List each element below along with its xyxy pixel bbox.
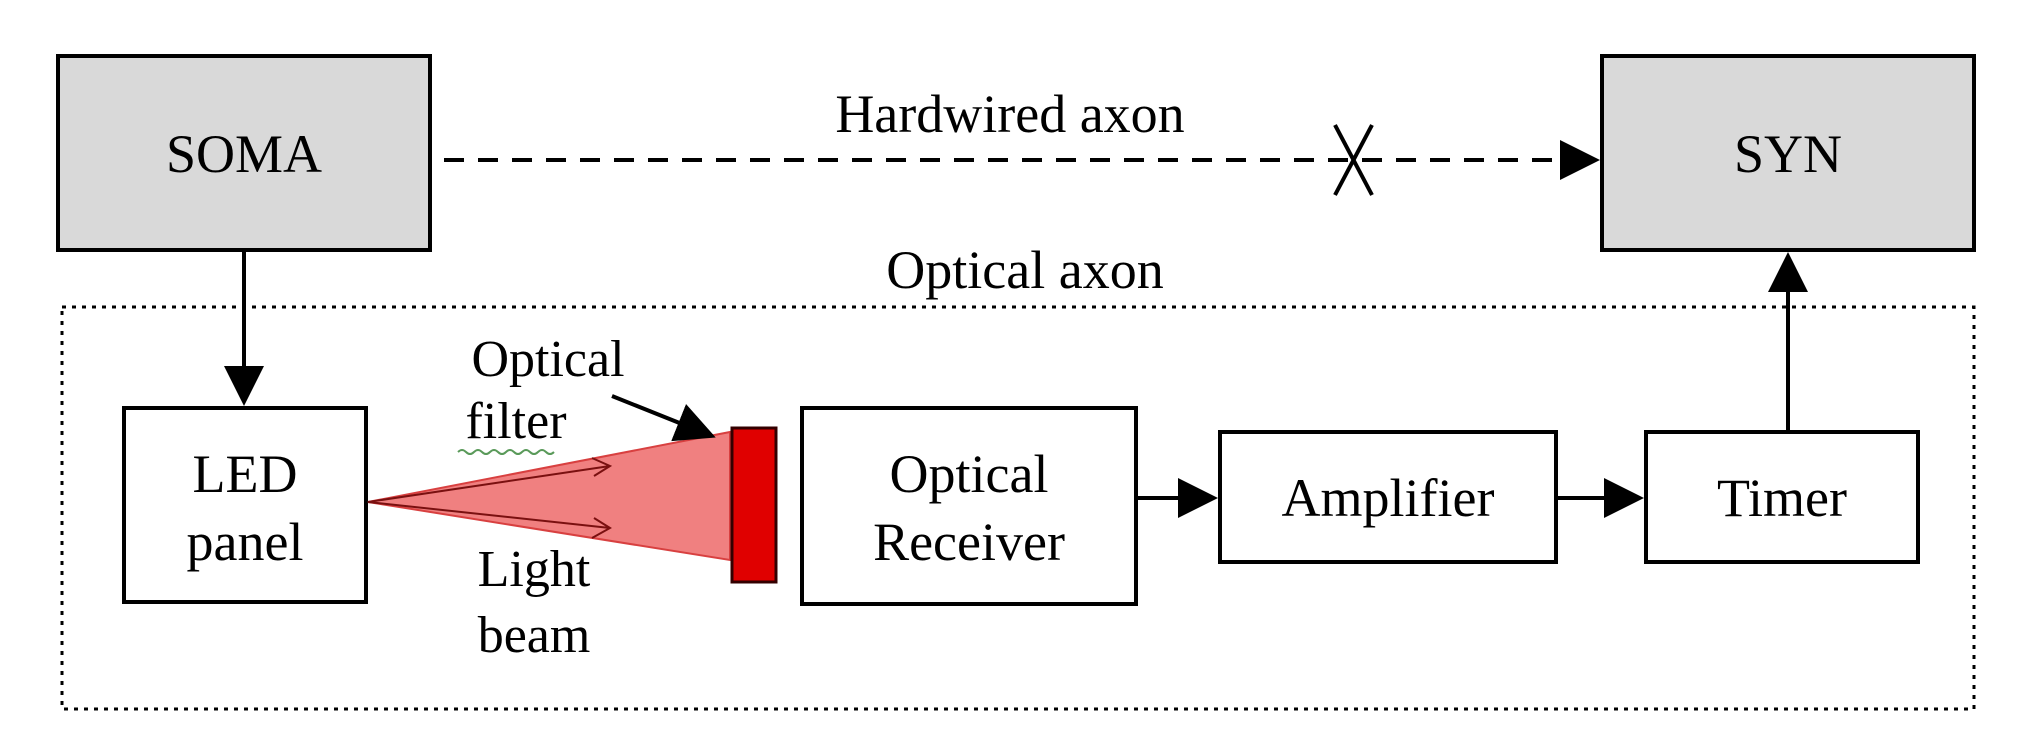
optical-filter-label-line1: Optical	[471, 331, 624, 388]
soma-node: SOMA	[56, 54, 432, 252]
syn-node: SYN	[1600, 54, 1976, 252]
receiver-label-line1: Optical	[890, 444, 1049, 504]
light-beam-rays	[367, 457, 613, 539]
light-beam	[367, 430, 731, 562]
optical-receiver-node: Optical Receiver	[800, 406, 1138, 606]
optical-filter	[730, 426, 778, 584]
optical-filter-pointer-arrow	[611, 394, 716, 442]
soma-label: SOMA	[166, 124, 322, 184]
amplifier-node: Amplifier	[1218, 430, 1558, 564]
syn-label: SYN	[1734, 124, 1842, 184]
filter-underline-squiggle	[457, 449, 555, 455]
optical-axon-label: Optical axon	[886, 240, 1163, 300]
optical-axon-container	[60, 305, 1976, 711]
light-beam-label-line2: beam	[478, 607, 591, 664]
timer-label: Timer	[1717, 468, 1847, 528]
hardwired-axon-label: Hardwired axon	[835, 84, 1184, 144]
led-label-line2: panel	[187, 512, 304, 572]
amplifier-label: Amplifier	[1282, 468, 1495, 528]
timer-node: Timer	[1644, 430, 1920, 564]
broken-connection-cross	[1333, 124, 1374, 196]
led-panel-node: LED panel	[122, 406, 368, 604]
led-label-line1: LED	[193, 444, 298, 504]
receiver-label-line2: Receiver	[873, 512, 1065, 572]
light-beam-label-line1: Light	[478, 541, 591, 598]
optical-filter-label-line2: filter	[465, 393, 566, 450]
